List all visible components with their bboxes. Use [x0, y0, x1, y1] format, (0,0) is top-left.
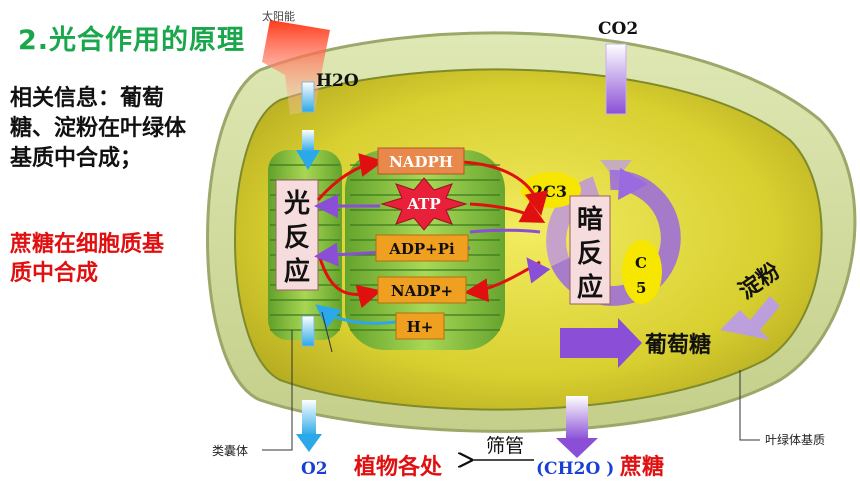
- atp-burst: ATP: [380, 177, 468, 231]
- nadph-box: NADPH: [377, 147, 465, 175]
- h-plus-arrow: [315, 304, 397, 329]
- o2-output: O2: [296, 315, 328, 479]
- whole-plant-label: 植物各处: [354, 454, 442, 480]
- h-plus-box: H+: [395, 312, 445, 340]
- water-input: H2O: [296, 71, 359, 170]
- dark-reaction-char-1: 暗: [577, 205, 603, 235]
- page-title: 2.光合作用的原理: [18, 25, 246, 56]
- c5-label-bottom: 5: [636, 279, 646, 297]
- thylakoid-label: 类囊体: [212, 443, 248, 458]
- glucose-label: 葡萄糖: [644, 332, 711, 358]
- adp-pi-box: ADP+Pi: [375, 234, 469, 262]
- nadp-box: NADP+: [377, 276, 467, 304]
- o2-label: O2: [301, 459, 328, 479]
- sucrose-label: 蔗糖: [619, 454, 664, 480]
- ch2o-label: (CH2O ): [536, 459, 614, 479]
- ch2o-output: (CH2O ) 蔗糖: [536, 396, 664, 480]
- co2-label: CO2: [598, 19, 638, 39]
- dark-reaction-box: 暗 反 应: [569, 195, 611, 305]
- sieve-tube-label: 筛管: [486, 435, 524, 457]
- stroma-label: 叶绿体基质: [765, 432, 825, 447]
- light-reaction-char-3: 应: [284, 256, 310, 287]
- arrow-atp-to-c3: [469, 200, 546, 223]
- adp-pi-label: ADP+Pi: [388, 240, 455, 258]
- dark-reaction-char-3: 应: [577, 272, 603, 303]
- light-reaction-box: 光 反 应: [275, 179, 319, 291]
- atp-label: ATP: [406, 195, 440, 213]
- stroma-callout: [739, 370, 760, 441]
- light-reaction-char-2: 反: [284, 223, 310, 253]
- h2o-label: H2O: [316, 71, 359, 91]
- c5-bubble: [622, 240, 662, 304]
- arrow-adp-return: [469, 228, 541, 234]
- sucrose-note: 蔗糖在细胞质基质中合成: [10, 232, 165, 286]
- h-plus-label: H+: [407, 318, 434, 336]
- nadph-label: NADPH: [389, 153, 453, 171]
- red-arrows: [316, 153, 549, 309]
- info-text: 相关信息：葡萄糖、淀粉在叶绿体基质中合成；: [10, 86, 187, 171]
- thylakoid-callout: [262, 330, 293, 451]
- sieve-tube-transport: 筛管 植物各处: [354, 435, 534, 480]
- sunlight-label: 太阳能: [262, 9, 295, 23]
- nadp-label: NADP+: [391, 282, 453, 300]
- light-reaction-char-1: 光: [283, 189, 310, 219]
- glucose-output: 葡萄糖: [560, 318, 711, 368]
- dark-reaction-char-2: 反: [577, 239, 603, 269]
- callouts: [262, 311, 760, 451]
- arrow-to-h-plus: [318, 257, 382, 309]
- c5-label-top: C: [635, 254, 647, 272]
- arrow-to-nadph: [316, 153, 384, 201]
